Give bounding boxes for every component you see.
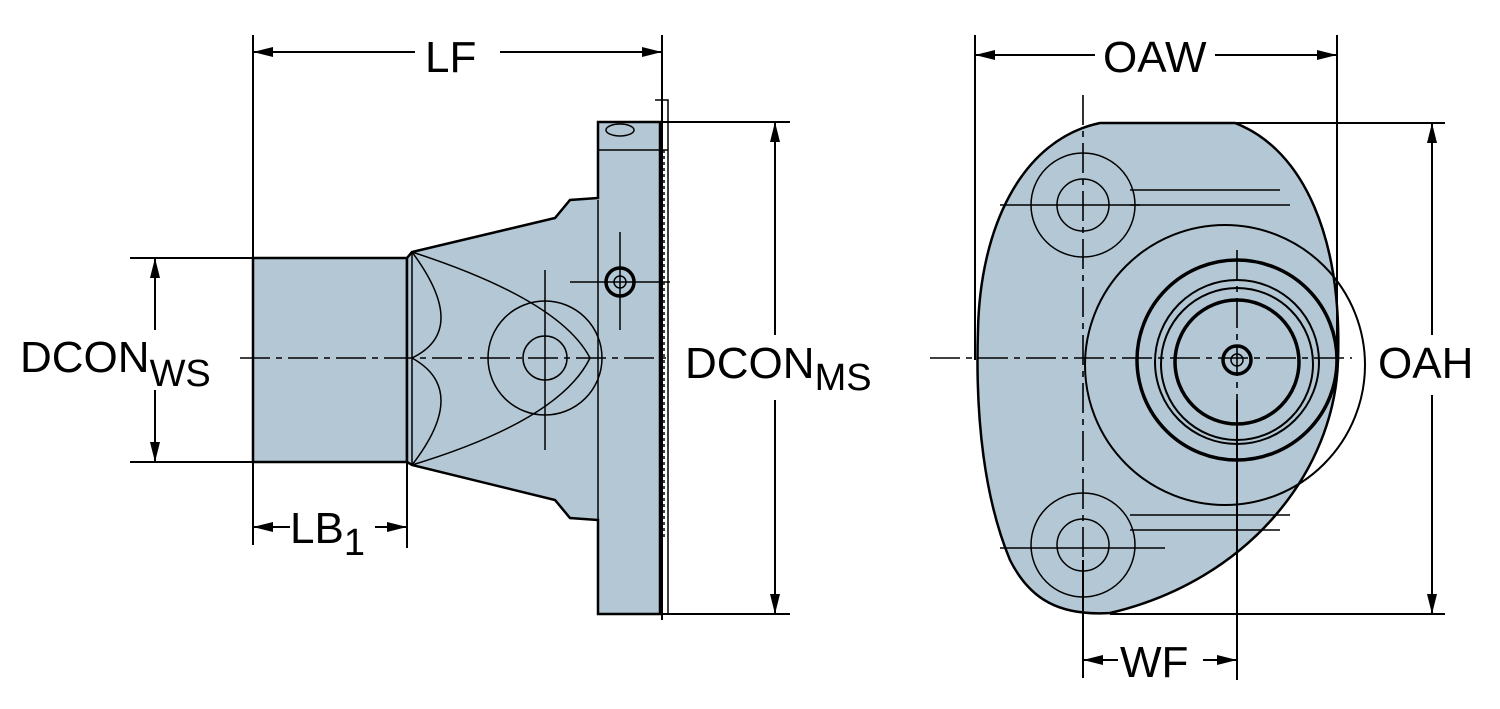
oaw-extension-lines xyxy=(974,35,1338,360)
label-bg xyxy=(680,335,895,395)
front-centerlines xyxy=(930,95,1352,620)
dcon-ms-label: DCONMS xyxy=(685,339,872,399)
lf-extension-lines xyxy=(252,35,663,620)
top-hole xyxy=(605,123,635,137)
flange-flats xyxy=(1130,189,1290,531)
oah-extension-lines xyxy=(1110,122,1445,615)
flange-body xyxy=(405,120,662,616)
lf-label: LF xyxy=(425,33,476,82)
flange-circle xyxy=(1084,224,1366,506)
hole-centerlines xyxy=(544,232,670,450)
front-body xyxy=(976,121,1340,615)
dcon-ms-extension-lines xyxy=(660,121,790,615)
dcon-ws-label: DCONWS xyxy=(20,333,211,395)
flange-edge xyxy=(597,99,669,614)
shank xyxy=(251,256,409,464)
oah-label: OAH xyxy=(1378,339,1473,388)
lb1-label: LB1 xyxy=(290,504,365,564)
oaw-label: OAW xyxy=(1103,33,1207,82)
wf-label: WF xyxy=(1120,638,1188,687)
front-view: OAW OAH WF xyxy=(930,33,1473,687)
side-view: LF DCONWS LB1 DCONMS xyxy=(20,33,895,620)
